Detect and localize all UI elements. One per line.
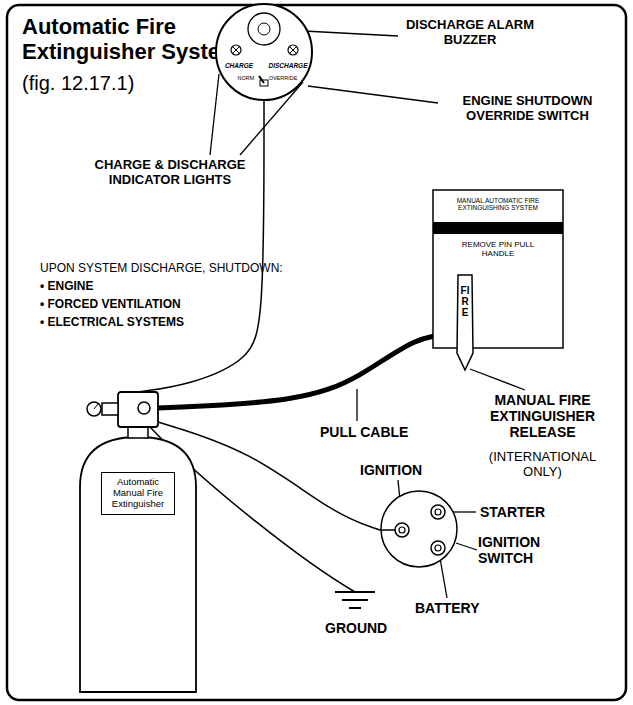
leader-line [210,74,219,155]
wire [138,101,264,392]
node-text: FIRE [460,285,470,318]
release-handle: FIRE [457,275,473,370]
node-text: OVERRIDE [268,75,298,81]
toggle-lever [259,76,264,83]
control-panel-shape [215,3,313,101]
extinguisher-cylinder: Automatic Manual Fire Extinguisher [78,392,198,692]
terminal [431,505,445,519]
panel-outline [216,4,312,100]
ignition-switch-shape [380,490,458,568]
terminal-stud [435,545,441,551]
callout-label: DISCHARGE ALARM BUZZER [400,18,540,48]
indicator-light [288,45,298,55]
callout-label: GROUND [325,620,387,636]
callout-label: BATTERY [415,600,480,616]
node-text: REMOVE PIN PULL HANDLE [458,240,538,258]
callout-label: (fig. 12.17.1) [22,72,134,95]
terminal-stud [399,527,405,533]
leader-line [308,86,438,103]
callout-label: ENGINE SHUTDOWN OVERRIDE SWITCH [440,94,615,124]
valve-body [118,392,158,427]
leader-line [440,558,447,598]
node-text: NORM [236,75,256,81]
indicator-lens [290,47,296,53]
placard-band [433,222,563,234]
ground-bar [335,591,375,593]
leader-line [456,543,477,550]
indicator-lens [233,47,239,53]
switch-body [381,491,457,567]
node-text: IGNITION SWITCH [478,534,578,566]
callout-label: (INTERNATIONAL ONLY) [470,450,615,480]
callout-label: STARTER [480,504,545,520]
cylinder-body [80,437,196,692]
ground-bar [342,599,368,601]
callout-label: • FORCED VENTILATION [40,298,181,312]
valve-port [102,403,118,415]
release-placard-shape [433,190,563,348]
callout-label: UPON SYSTEM DISCHARGE, SHUTDOWN: [40,262,283,276]
edge-label: PULL CABLE [318,424,410,440]
terminal [431,541,445,555]
callout-label: • ENGINE [40,280,94,294]
node-text: DISCHARGE [268,62,308,69]
buzzer-center [258,23,270,35]
ground-bar [349,607,361,609]
frame [7,5,626,700]
node-text: MANUAL AUTOMATIC FIRE EXTINGUISHING SYST… [436,197,560,212]
callout-label: IGNITION [360,462,422,478]
terminal-stud [435,509,441,515]
node-text: Automatic Manual Fire Extinguisher [101,472,175,515]
placard-outline [433,190,563,348]
callout-label: MANUAL FIRE EXTINGUISHER RELEASE [470,392,615,440]
pull-cable [158,335,457,408]
ignition-switch: IGNITION SWITCH [380,490,458,568]
callout-label: • ELECTRICAL SYSTEMS [40,316,184,330]
leader-line [470,369,525,390]
terminal [395,523,409,537]
extinguisher-cylinder-shape [78,392,198,692]
indicator-light [231,45,241,55]
ground-symbol [335,592,375,608]
release-placard: MANUAL AUTOMATIC FIRE EXTINGUISHING SYST… [433,190,563,348]
valve-fitting [138,402,150,414]
handle-outline [457,275,473,370]
gauge-needle [94,404,98,409]
node-text: CHARGE [224,62,254,69]
leader-line [356,389,357,421]
callout-label: CHARGE & DISCHARGE INDICATOR LIGHTS [86,158,254,188]
pressure-gauge [87,402,101,416]
alarm-buzzer [248,13,280,45]
control-panel: CHARGE DISCHARGE NORM OVERRIDE [215,3,313,101]
